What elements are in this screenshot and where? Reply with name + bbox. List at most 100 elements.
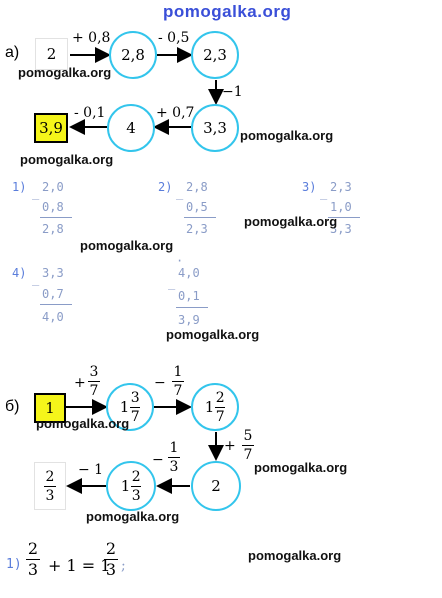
final-eq-b-den: 3 xyxy=(105,560,117,579)
part-a-op3: −1 xyxy=(222,84,243,100)
part-b-node3-value: 2 xyxy=(211,477,221,495)
part-a-node1-value: 2,8 xyxy=(121,46,145,64)
column-3-label: 3) xyxy=(302,180,317,194)
column-3-sub: 1,0 xyxy=(330,200,352,214)
part-b-node3: 2 xyxy=(191,461,241,511)
part-b-node2-num: 2 xyxy=(215,389,225,406)
part-a-label: а) xyxy=(5,44,20,61)
watermark: pomogalka.org xyxy=(248,548,342,563)
part-a-node3-value: 3,3 xyxy=(203,119,227,137)
part-b-op1-den: 7 xyxy=(89,383,99,399)
part-b-op4-den: 3 xyxy=(169,459,179,475)
column-2-res: 2,3 xyxy=(186,222,208,236)
column-1-sub: 0,8 xyxy=(42,200,64,214)
part-b-start-box: 1 xyxy=(34,393,66,423)
part-b-label: б) xyxy=(5,398,20,415)
watermark: pomogalka.org xyxy=(166,327,260,342)
watermark: pomogalka.org xyxy=(80,238,174,253)
part-b-op3-num: 5 xyxy=(243,428,253,444)
part-b-node1-den: 7 xyxy=(130,408,140,425)
part-b-op4-num: 1 xyxy=(169,440,179,456)
column-5-res: 3,9 xyxy=(178,313,200,327)
column-5-line xyxy=(176,307,208,308)
column-1-line xyxy=(40,217,72,218)
column-1-label: 1) xyxy=(12,180,27,194)
part-b-node4-num: 2 xyxy=(131,468,141,485)
watermark: pomogalka.org xyxy=(86,509,180,524)
column-1-res: 2,8 xyxy=(42,222,64,236)
part-b-op5: − 1 xyxy=(78,462,104,478)
final-eq-a-den: 3 xyxy=(27,560,39,579)
part-a-op1: + 0,8 xyxy=(72,30,111,46)
column-4-res: 4,0 xyxy=(42,310,64,324)
column-5-dot: · xyxy=(176,254,184,268)
part-b-op2-den: 7 xyxy=(173,383,183,399)
part-b-node2-whole: 1 xyxy=(204,398,215,416)
part-a-node2-value: 2,3 xyxy=(203,46,227,64)
part-b-result-den: 3 xyxy=(45,487,55,504)
part-b-node2-den: 7 xyxy=(215,408,225,425)
final-eq-label: 1) xyxy=(6,557,22,572)
final-eq-tail: ; xyxy=(121,558,126,574)
part-a-node3: 3,3 xyxy=(191,104,239,152)
part-a-node2: 2,3 xyxy=(191,31,239,79)
column-1-top: 2,0 xyxy=(42,180,64,194)
column-4-label: 4) xyxy=(12,266,27,280)
part-b-op4-sign: − xyxy=(152,452,164,468)
watermark: pomogalka.org xyxy=(240,128,334,143)
part-b-node4-den: 3 xyxy=(131,487,141,504)
part-b-result-num: 2 xyxy=(45,468,55,485)
part-b-start-value: 1 xyxy=(45,399,55,417)
column-3-top: 2,3 xyxy=(330,180,352,194)
part-a-result-value: 3,9 xyxy=(39,119,63,137)
column-4-top: 3,3 xyxy=(42,266,64,280)
final-eq-a-num: 2 xyxy=(27,539,39,558)
watermark: pomogalka.org xyxy=(254,460,348,475)
column-4-minus: _ xyxy=(32,272,40,286)
part-a-node4-value: 4 xyxy=(126,119,136,137)
column-3-res: 3,3 xyxy=(330,222,352,236)
part-b-op3-sign: + xyxy=(224,438,236,454)
final-eq-middle: + 1 = 1 xyxy=(48,556,111,575)
watermark: pomogalka.org xyxy=(20,152,114,167)
part-b-op1-sign: + xyxy=(74,375,86,391)
watermark-top: pomogalka.org xyxy=(163,2,292,21)
column-4-line xyxy=(40,304,72,305)
part-b-node1-whole: 1 xyxy=(119,398,130,416)
column-2-top: 2,8 xyxy=(186,180,208,194)
part-a-op5: - 0,1 xyxy=(74,105,106,121)
part-a-node4: 4 xyxy=(107,104,155,152)
column-4-sub: 0,7 xyxy=(42,287,64,301)
column-2-minus: _ xyxy=(176,186,184,200)
watermark: pomogalka.org xyxy=(244,214,338,229)
part-b-node2: 1 2 7 xyxy=(191,383,239,431)
part-b-op3-den: 7 xyxy=(243,447,253,463)
column-5-sub: 0,1 xyxy=(178,289,200,303)
part-b-op2-num: 1 xyxy=(173,364,183,380)
part-b-op1-num: 3 xyxy=(89,364,99,380)
part-a-start-value: 2 xyxy=(46,45,57,63)
column-5-minus: _ xyxy=(168,276,176,290)
watermark: pomogalka.org xyxy=(36,416,130,431)
column-3-line xyxy=(328,217,360,218)
part-a-result-box: 3,9 xyxy=(34,113,68,143)
part-a-op2: - 0,5 xyxy=(158,30,190,46)
column-1-minus: _ xyxy=(32,186,40,200)
part-b-op2-sign: − xyxy=(154,375,166,391)
final-eq-b-num: 2 xyxy=(105,539,117,558)
column-2-line xyxy=(184,217,216,218)
part-a-op4: + 0,7 xyxy=(156,105,195,121)
column-3-minus: _ xyxy=(320,186,328,200)
watermark: pomogalka.org xyxy=(18,65,112,80)
part-a-start-box: 2 xyxy=(35,38,68,70)
